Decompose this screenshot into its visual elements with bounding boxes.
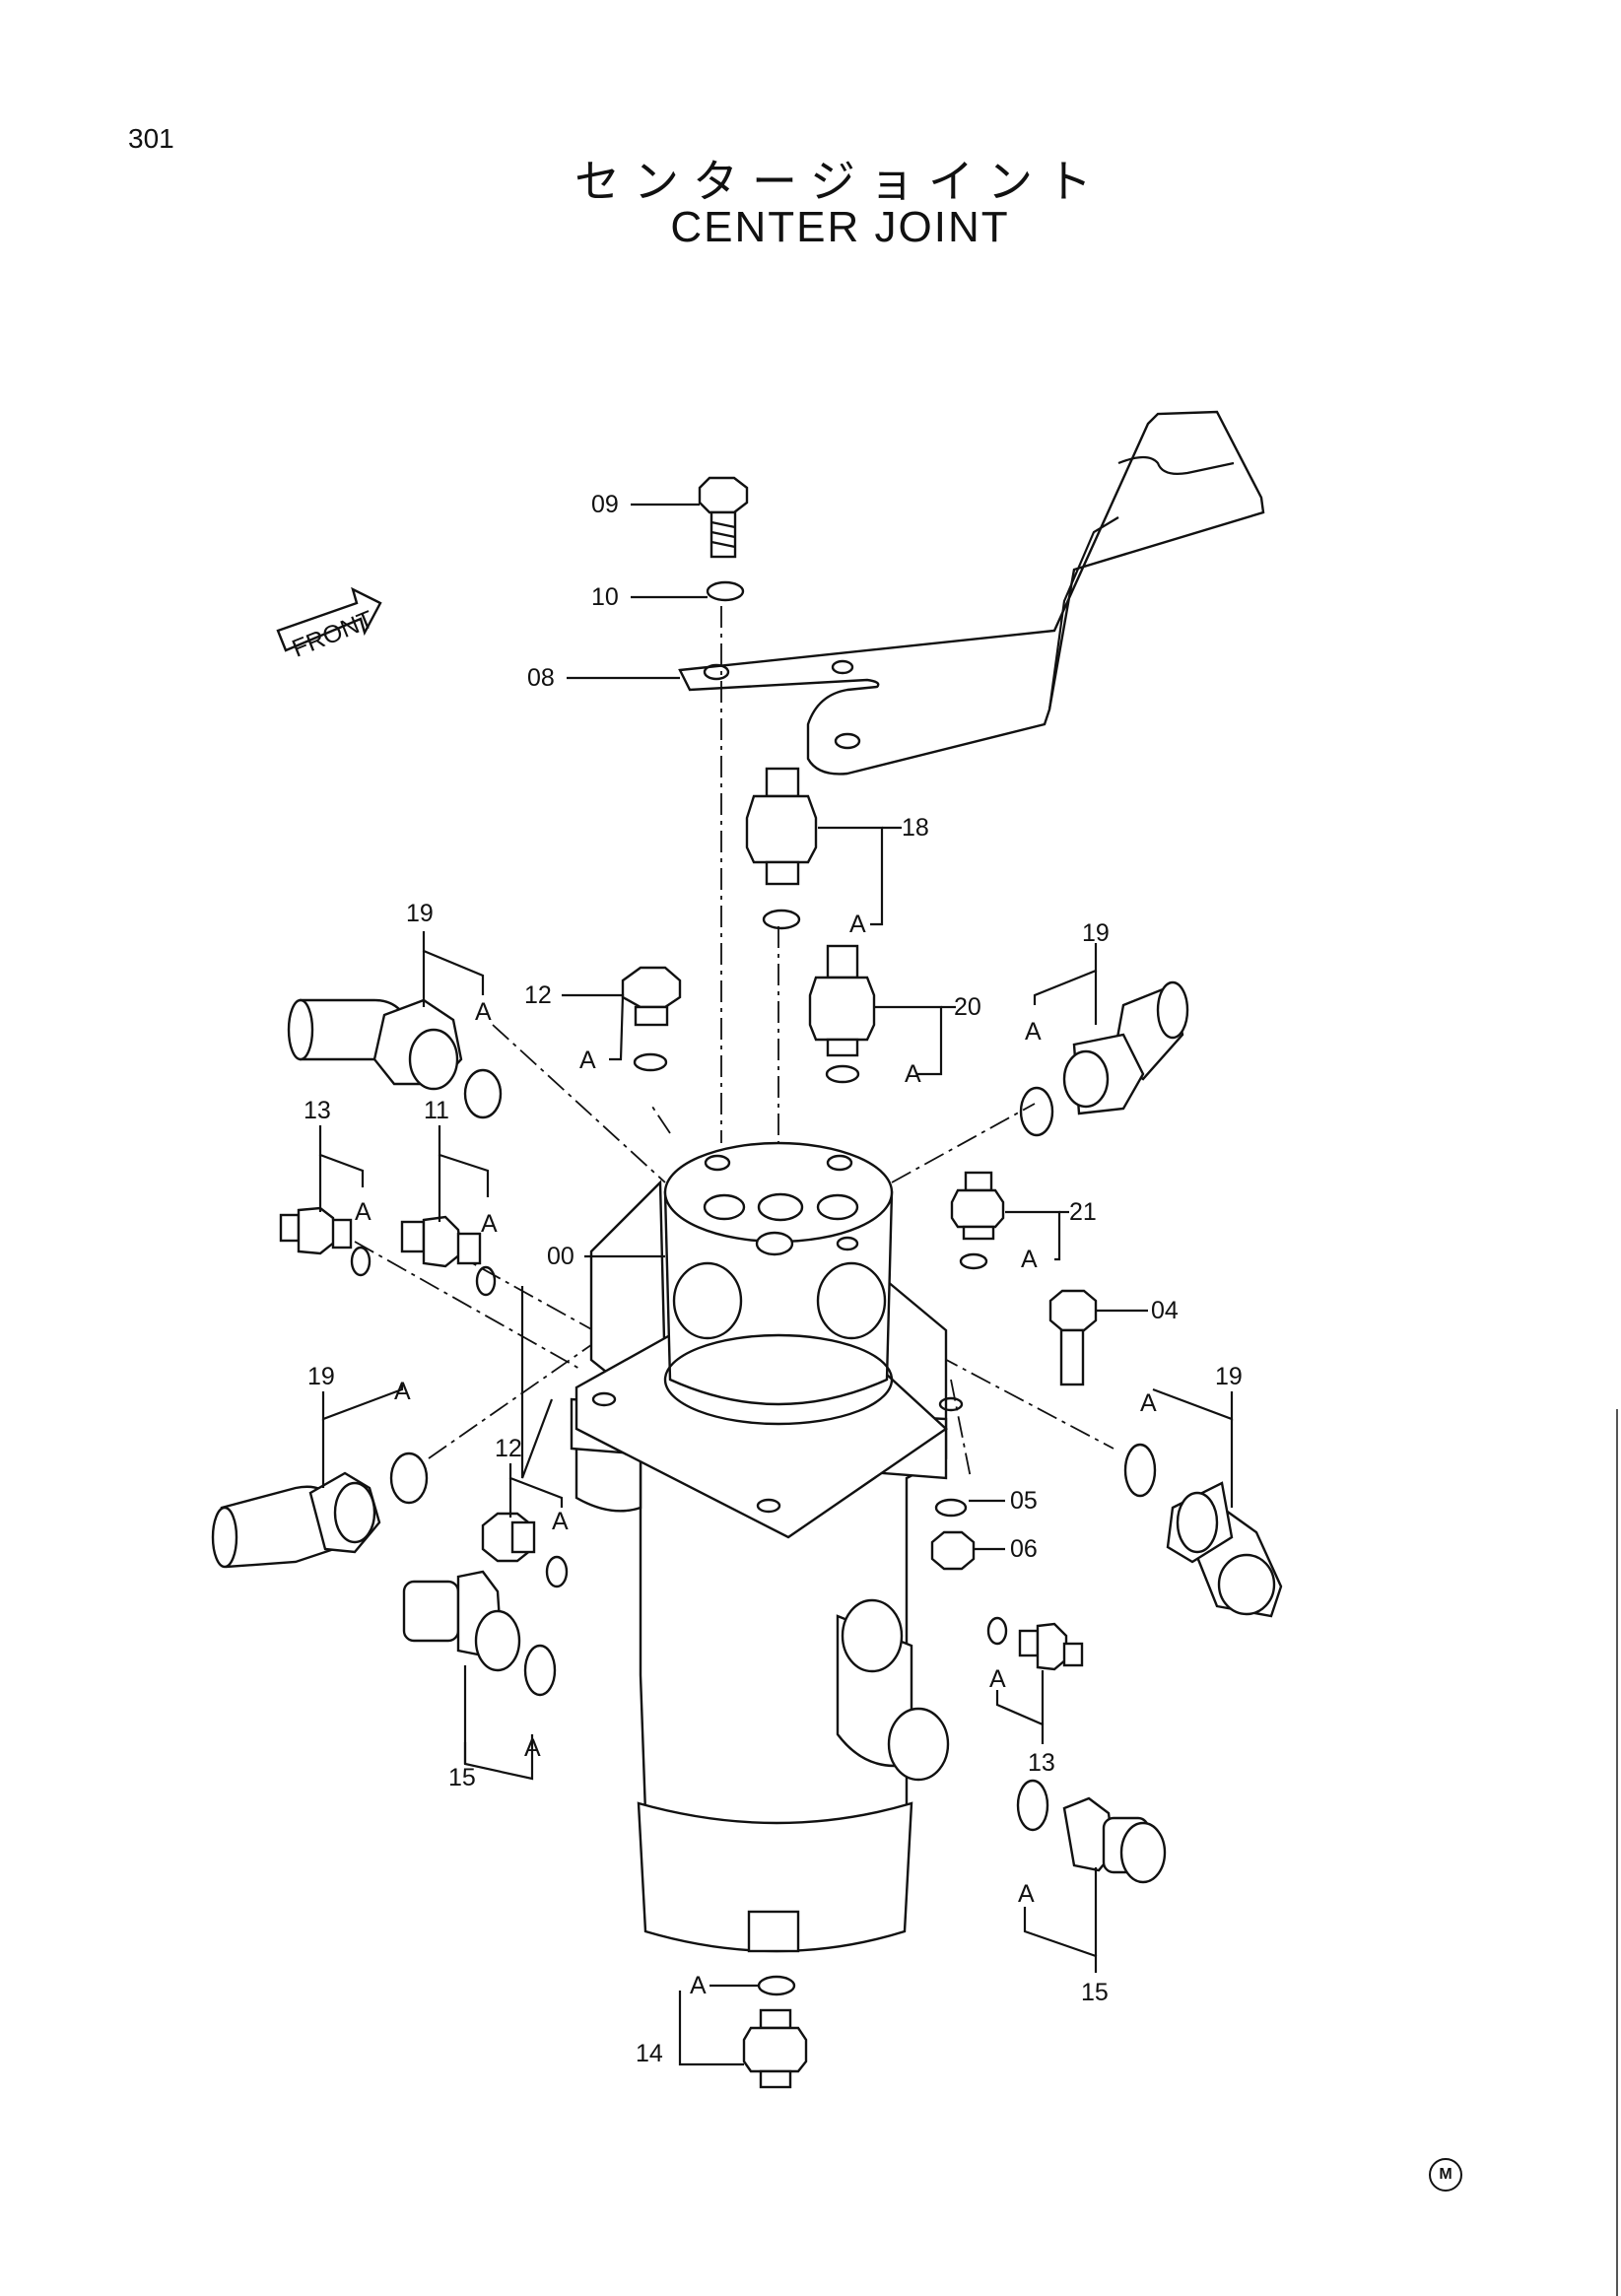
label-08: 08	[527, 664, 555, 692]
fitting-13-left	[279, 1206, 353, 1255]
label-a-21: A	[1021, 1246, 1038, 1273]
label-10: 10	[591, 583, 619, 611]
fitting-20	[808, 944, 876, 1057]
elbow-19-upper-right	[1062, 980, 1189, 1115]
page-edge-line	[1616, 1409, 1618, 2296]
label-15-right: 15	[1081, 1979, 1109, 2006]
label-18: 18	[902, 814, 929, 842]
label-04: 04	[1151, 1297, 1179, 1324]
label-11: 11	[424, 1097, 449, 1124]
label-15-left: 15	[448, 1764, 476, 1791]
label-21: 21	[1069, 1198, 1097, 1226]
label-a-19-ll: A	[394, 1378, 411, 1405]
label-a-15-left: A	[524, 1734, 541, 1762]
front-arrow-icon: FRONT	[276, 586, 382, 663]
label-00: 00	[547, 1243, 574, 1270]
label-19-lower-left: 19	[307, 1363, 335, 1390]
label-13-left: 13	[304, 1097, 331, 1124]
fitting-11	[400, 1215, 482, 1268]
washer-10	[706, 580, 745, 602]
label-a-11: A	[481, 1210, 498, 1238]
plug-12-lower	[481, 1512, 536, 1563]
fitting-13-right	[1018, 1622, 1084, 1671]
label-a-13-r: A	[989, 1665, 1006, 1693]
label-13-right: 13	[1028, 1749, 1055, 1777]
label-a-19-ul: A	[475, 998, 492, 1026]
label-09: 09	[591, 491, 619, 518]
label-a-12-lower: A	[552, 1508, 569, 1535]
elbow-19-lower-right	[1166, 1481, 1283, 1618]
fitting-14	[742, 2008, 808, 2089]
center-joint-body-00	[570, 1141, 964, 1953]
label-a-15-right: A	[1018, 1880, 1035, 1908]
fitting-15-left	[402, 1570, 521, 1672]
label-a-13-l: A	[355, 1198, 371, 1226]
label-12-lower: 12	[495, 1435, 522, 1462]
label-14: 14	[636, 2040, 663, 2067]
bracket-08	[678, 410, 1265, 776]
page-number: 301	[128, 123, 174, 154]
label-19-lower-right: 19	[1215, 1363, 1243, 1390]
nut-06	[930, 1530, 976, 1571]
label-06: 06	[1010, 1535, 1038, 1563]
label-05: 05	[1010, 1487, 1038, 1515]
label-a-14: A	[690, 1972, 707, 1999]
fitting-18	[745, 767, 818, 886]
page-title: CENTER JOINT	[670, 203, 1010, 251]
page-title-japanese: センタージョイント	[574, 155, 1107, 208]
fitting-15-right	[1062, 1796, 1167, 1884]
label-12-top: 12	[524, 981, 552, 1009]
elbow-19-upper-left	[287, 998, 463, 1091]
label-a-12: A	[579, 1047, 596, 1074]
elbow-19-lower-left	[211, 1471, 381, 1569]
fitting-21	[950, 1171, 1005, 1241]
bolt-09	[698, 476, 749, 559]
label-a-18: A	[849, 911, 866, 938]
label-a-19-lr: A	[1140, 1389, 1157, 1417]
bolt-04	[1048, 1289, 1098, 1386]
label-a-19-ur: A	[1025, 1018, 1042, 1046]
label-20: 20	[954, 993, 981, 1021]
plug-12-top	[621, 966, 682, 1027]
label-a-20: A	[905, 1060, 921, 1088]
label-19-upper-left: 19	[406, 900, 434, 927]
manufacturer-mark: M	[1429, 2158, 1462, 2192]
label-19-upper-right: 19	[1082, 919, 1110, 947]
